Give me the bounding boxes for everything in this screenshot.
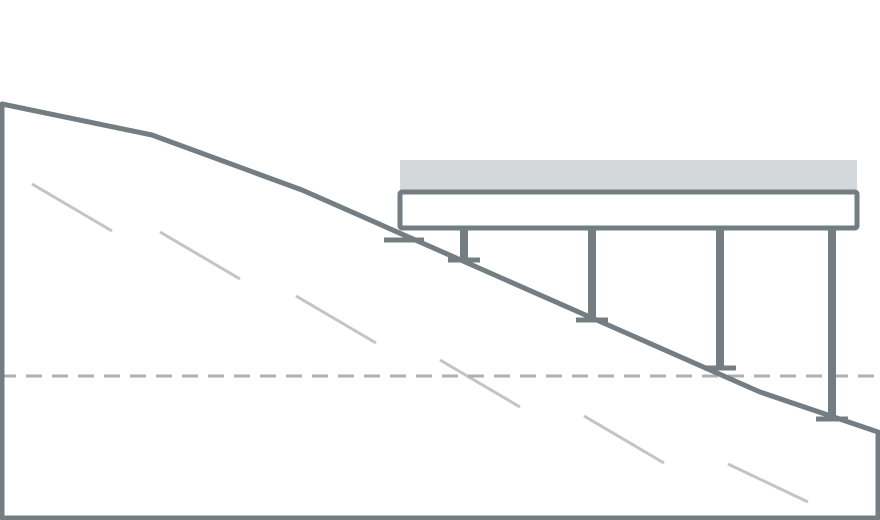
support-post <box>576 228 608 323</box>
deck-surface <box>400 160 857 192</box>
hatch-mark <box>439 358 521 409</box>
support-post <box>448 228 480 263</box>
hatch-mark <box>31 182 113 233</box>
support-posts <box>384 228 848 422</box>
ground-profile <box>0 101 880 520</box>
support-post <box>816 228 848 422</box>
deck-beam <box>397 189 860 231</box>
hatch-mark <box>583 414 665 465</box>
support-post <box>704 228 736 371</box>
hatch-mark <box>727 462 809 504</box>
hatch-mark <box>159 230 241 281</box>
hatch-mark <box>295 294 377 345</box>
slope-hatching <box>31 182 809 504</box>
